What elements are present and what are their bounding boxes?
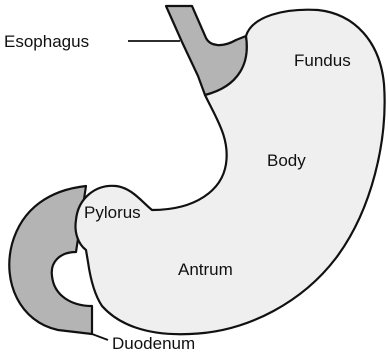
esophagus-label: Esophagus [4,32,89,51]
duodenum-label: Duodenum [112,334,195,353]
fundus-label: Fundus [294,51,351,70]
antrum-label: Antrum [178,260,233,279]
pylorus-label: Pylorus [84,203,141,222]
body-label: Body [267,151,306,170]
duodenum-leader-line [92,334,108,340]
